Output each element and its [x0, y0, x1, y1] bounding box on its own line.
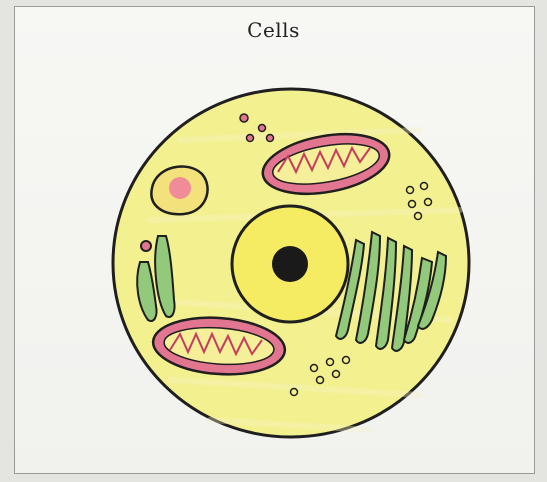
nucleus-icon — [232, 206, 348, 322]
er-left-icon — [137, 236, 174, 321]
vacuole-icon — [151, 166, 207, 214]
nucleolus-icon — [272, 246, 308, 282]
